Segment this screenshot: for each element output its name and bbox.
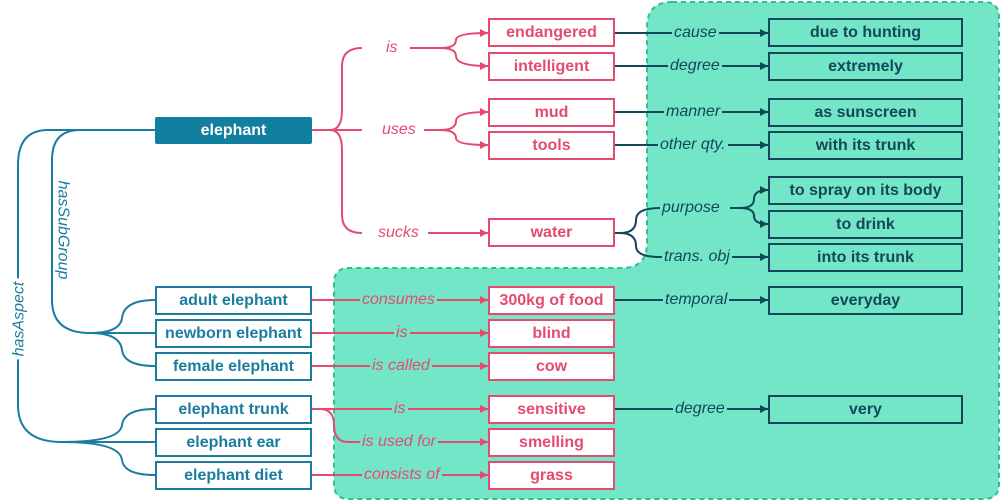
modifier-cause: cause: [672, 24, 719, 42]
relation-is-sensitive: is: [392, 400, 408, 418]
modifier-degree-2: degree: [673, 400, 727, 418]
relation-is-called: is called: [370, 357, 432, 375]
object-endangered: endangered: [488, 18, 615, 47]
modifier-degree: degree: [668, 57, 722, 75]
object-300kg-of-food: 300kg of food: [488, 286, 615, 315]
has-subgroup-label: hasSubGroup: [53, 177, 72, 283]
modifier-manner: manner: [664, 103, 723, 121]
has-aspect-label: hasAspect: [10, 278, 29, 360]
relation-arrowheads: [480, 29, 488, 479]
value-extremely: extremely: [768, 52, 963, 81]
modifier-temporal: temporal: [663, 291, 730, 309]
relation-uses: uses: [380, 121, 418, 139]
relation-is-blind: is: [394, 324, 410, 342]
object-mud: mud: [488, 98, 615, 127]
modifier-trans-obj: trans. obj: [662, 248, 732, 266]
value-into-its-trunk: into its trunk: [768, 243, 963, 272]
subgroup-adult-elephant: adult elephant: [155, 286, 312, 315]
object-sensitive: sensitive: [488, 395, 615, 424]
relation-consists-of: consists of: [362, 466, 442, 484]
aspect-elephant-trunk: elephant trunk: [155, 395, 312, 424]
subgroup-female-elephant: female elephant: [155, 352, 312, 381]
modifier-purpose: purpose: [660, 199, 722, 217]
value-very: very: [768, 395, 963, 424]
value-due-to-hunting: due to hunting: [768, 18, 963, 47]
aspect-elephant-ear: elephant ear: [155, 428, 312, 457]
modifier-other-qty: other qty.: [658, 136, 728, 154]
modifier-arrowheads: [760, 29, 768, 413]
group-connectors: [17, 129, 156, 476]
relation-sucks: sucks: [376, 224, 421, 242]
object-intelligent: intelligent: [488, 52, 615, 81]
aspect-elephant-diet: elephant diet: [155, 461, 312, 490]
root-node: elephant: [155, 117, 312, 144]
subgroup-newborn-elephant: newborn elephant: [155, 319, 312, 348]
relation-is: is: [384, 39, 400, 57]
relation-consumes: consumes: [360, 291, 437, 309]
object-grass: grass: [488, 461, 615, 490]
object-tools: tools: [488, 131, 615, 160]
value-to-spray: to spray on its body: [768, 176, 963, 205]
value-as-sunscreen: as sunscreen: [768, 98, 963, 127]
object-water: water: [488, 218, 615, 247]
relation-is-used-for: is used for: [360, 433, 438, 451]
object-smelling: smelling: [488, 428, 615, 457]
value-everyday: everyday: [768, 286, 963, 315]
object-cow: cow: [488, 352, 615, 381]
object-blind: blind: [488, 319, 615, 348]
value-with-its-trunk: with its trunk: [768, 131, 963, 160]
value-to-drink: to drink: [768, 210, 963, 239]
